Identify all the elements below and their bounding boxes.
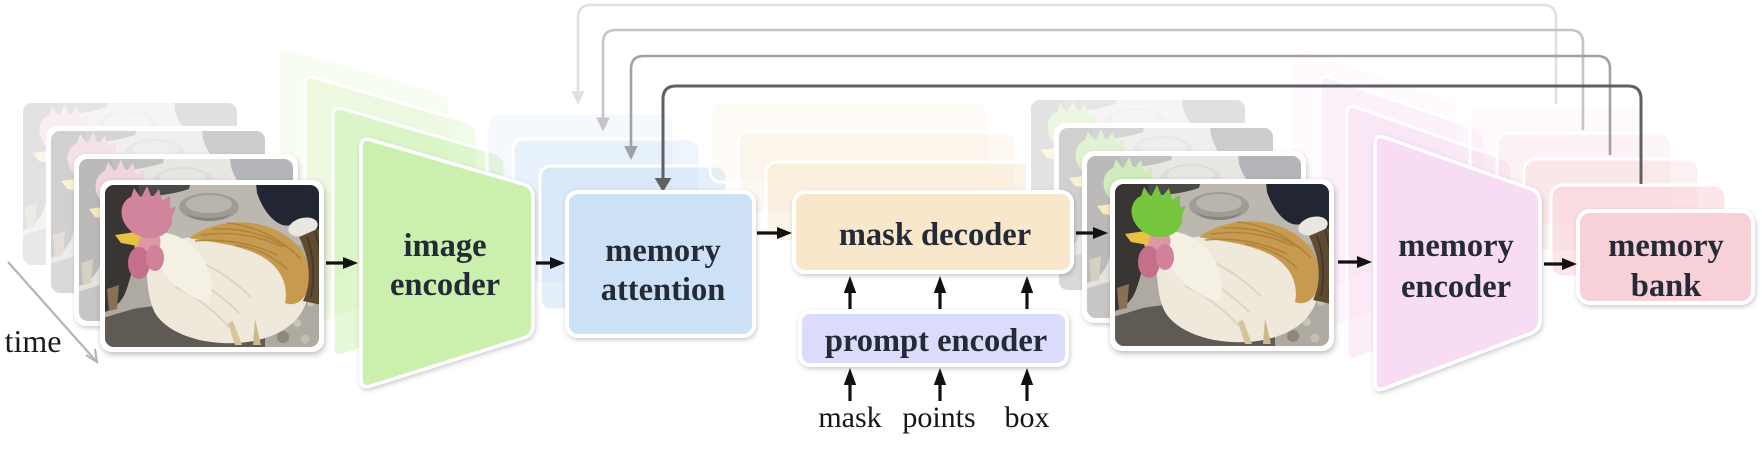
svg-text:points: points — [902, 401, 975, 434]
svg-text:image: image — [403, 228, 486, 264]
svg-text:memory: memory — [1608, 228, 1724, 264]
svg-text:encoder: encoder — [1401, 269, 1511, 305]
svg-text:memory: memory — [1398, 228, 1514, 264]
svg-text:encoder: encoder — [390, 267, 500, 303]
svg-text:bank: bank — [1631, 268, 1702, 304]
svg-text:mask: mask — [818, 401, 881, 434]
svg-text:memory: memory — [605, 233, 721, 269]
svg-text:mask decoder: mask decoder — [839, 217, 1031, 253]
svg-text:attention: attention — [601, 272, 726, 308]
svg-text:box: box — [1005, 401, 1050, 434]
svg-text:time: time — [5, 323, 62, 359]
svg-text:prompt encoder: prompt encoder — [825, 323, 1047, 359]
